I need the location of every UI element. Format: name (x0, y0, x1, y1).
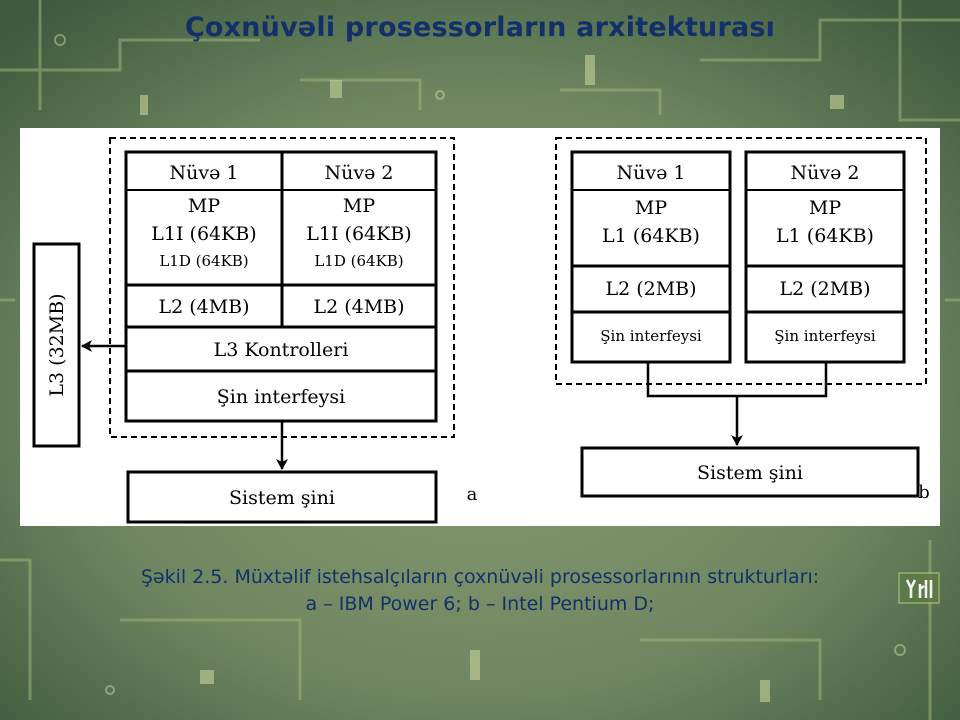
b-core1-mp: MP (635, 197, 667, 219)
core2-l2-label: L2 (4MB) (313, 296, 404, 318)
core2-l1i: L1I (64KB) (306, 223, 411, 245)
core2-title: Nüvə 2 (325, 162, 394, 184)
b-core1-l1: L1 (64KB) (602, 225, 700, 247)
system-bus-label-b: Sistem şini (697, 462, 803, 484)
slide-title: Çoxnüvəli prosessorların arxitekturası (184, 12, 776, 43)
b-core2-bus-interface: Şin interfeysi (774, 327, 876, 345)
b-core1-l2: L2 (2MB) (605, 278, 696, 300)
l3-cache-block (32, 242, 81, 448)
l3-controller-label: L3 Kontrolleri (214, 339, 349, 361)
core1-l1i: L1I (64KB) (151, 223, 256, 245)
system-bus-label-a: Sistem şini (229, 487, 335, 509)
b-core2-l1: L1 (64KB) (776, 225, 874, 247)
diagram-a: L3 (32MB) Nüvə 1 MP L1I (64KB) L1D (64KB… (32, 137, 478, 524)
caption-line-2: a – IBM Power 6; b – Intel Pentium D; (305, 593, 655, 615)
logo-icon (898, 572, 940, 604)
figure-caption: Şəkil 2.5. Müxtəlif istehsalçıların çoxn… (40, 564, 920, 618)
b-core1-block (570, 150, 732, 364)
b-bus-connector (646, 362, 828, 398)
b-core1-title: Nüvə 1 (617, 162, 686, 184)
system-bus-block-b (580, 446, 920, 498)
l3-cache-label: L3 (32MB) (46, 293, 68, 396)
b-core2-l2: L2 (2MB) (779, 278, 870, 300)
processor-b-boundary (555, 137, 927, 385)
diagram-b: Nüvə 1 MP L1 (64KB) L2 (2MB) Şin interfe… (555, 137, 930, 503)
caption-line-1: Şəkil 2.5. Müxtəlif istehsalçıların çoxn… (140, 566, 820, 588)
b-core2-mp: MP (809, 197, 841, 219)
architecture-diagram: L3 (32MB) Nüvə 1 MP L1I (64KB) L1D (64KB… (32, 137, 930, 524)
system-bus-block-a (126, 470, 438, 524)
bus-interface-label-a: Şin interfeysi (217, 386, 345, 408)
diagram-a-label: a (467, 484, 478, 505)
core1-l1d: L1D (64KB) (159, 252, 248, 270)
diagram-b-label: b (918, 482, 930, 503)
b-core2-title: Nüvə 2 (791, 162, 860, 184)
core1-mp: MP (188, 195, 220, 217)
core2-mp: MP (343, 195, 375, 217)
core1-title: Nüvə 1 (170, 162, 239, 184)
architecture-figure: L3 (32MB) Nüvə 1 MP L1I (64KB) L1D (64KB… (20, 128, 940, 526)
b-core1-bus-interface: Şin interfeysi (600, 327, 702, 345)
core2-l1d: L1D (64KB) (314, 252, 403, 270)
core1-l2-label: L2 (4MB) (158, 296, 249, 318)
